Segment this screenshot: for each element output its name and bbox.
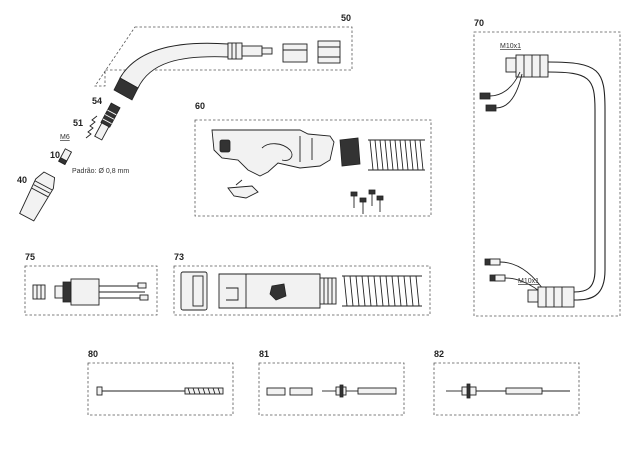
group-50-swan-neck: 50 xyxy=(94,13,353,101)
group-75-connector: 75 xyxy=(24,252,158,316)
group-60-handle: 60 xyxy=(194,101,432,217)
label-51: 51 xyxy=(73,118,83,128)
thread-m6-label: M6 xyxy=(60,134,70,141)
label-82: 82 xyxy=(434,349,444,359)
group-81-liner: 81 xyxy=(258,349,405,416)
label-50: 50 xyxy=(341,13,351,23)
label-81: 81 xyxy=(259,349,269,359)
thread-m10-bottom-label: M10x1 xyxy=(518,278,539,285)
label-73: 73 xyxy=(174,252,184,262)
part-51-spring: 51 xyxy=(73,115,98,139)
label-80: 80 xyxy=(88,349,98,359)
group-80-liner: 80 xyxy=(87,349,234,416)
group-73-handle-set: 73 xyxy=(173,252,431,316)
part-54-diffuser: 54 xyxy=(92,96,121,141)
label-60: 60 xyxy=(195,101,205,111)
group-70-cable: 70 M10x1 M10x1 xyxy=(473,18,621,317)
label-54: 54 xyxy=(92,96,102,106)
screws xyxy=(350,189,384,214)
label-75: 75 xyxy=(25,252,35,262)
label-40: 40 xyxy=(17,175,27,185)
group-82-liner: 82 xyxy=(433,349,580,416)
part-10-contact-tip: M6 10 Padrão: Ø 0,8 mm xyxy=(50,134,129,175)
label-10: 10 xyxy=(50,150,60,160)
label-70: 70 xyxy=(474,18,484,28)
thread-m10-top-label: M10x1 xyxy=(500,43,521,50)
part-40-nozzle: 40 xyxy=(17,171,56,222)
standard-wire-label: Padrão: Ø 0,8 mm xyxy=(72,168,129,175)
